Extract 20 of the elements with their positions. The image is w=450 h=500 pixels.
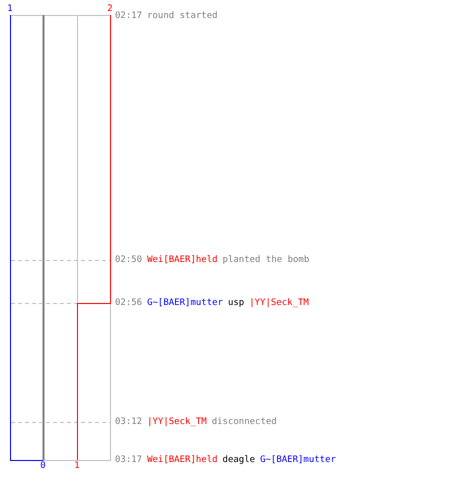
timestamp: 03:12: [115, 417, 142, 427]
team-number: 1: [74, 461, 80, 471]
player-name: G~[BAER]mutter: [260, 455, 336, 465]
team-number: 0: [40, 461, 46, 471]
player-name: G~[BAER]mutter: [147, 298, 223, 308]
player-name: Wei[BAER]held: [147, 255, 218, 265]
player-name: |YY|Seck_TM: [147, 417, 207, 427]
weapon-name: usp: [228, 298, 244, 308]
player-name: |YY|Seck_TM: [249, 298, 309, 308]
timestamp: 02:17: [115, 11, 142, 21]
timestamp: 02:56: [115, 298, 142, 308]
timestamp: 03:17: [115, 455, 142, 465]
player-name: Wei[BAER]held: [147, 455, 218, 465]
event-text: planted the bomb: [222, 255, 310, 265]
team-number: 2: [107, 4, 113, 14]
weapon-name: deagle: [222, 455, 256, 465]
event-text: disconnected: [212, 417, 277, 427]
timestamp: 02:50: [115, 255, 142, 265]
team-number: 1: [7, 4, 13, 14]
event-text: round started: [147, 11, 218, 21]
